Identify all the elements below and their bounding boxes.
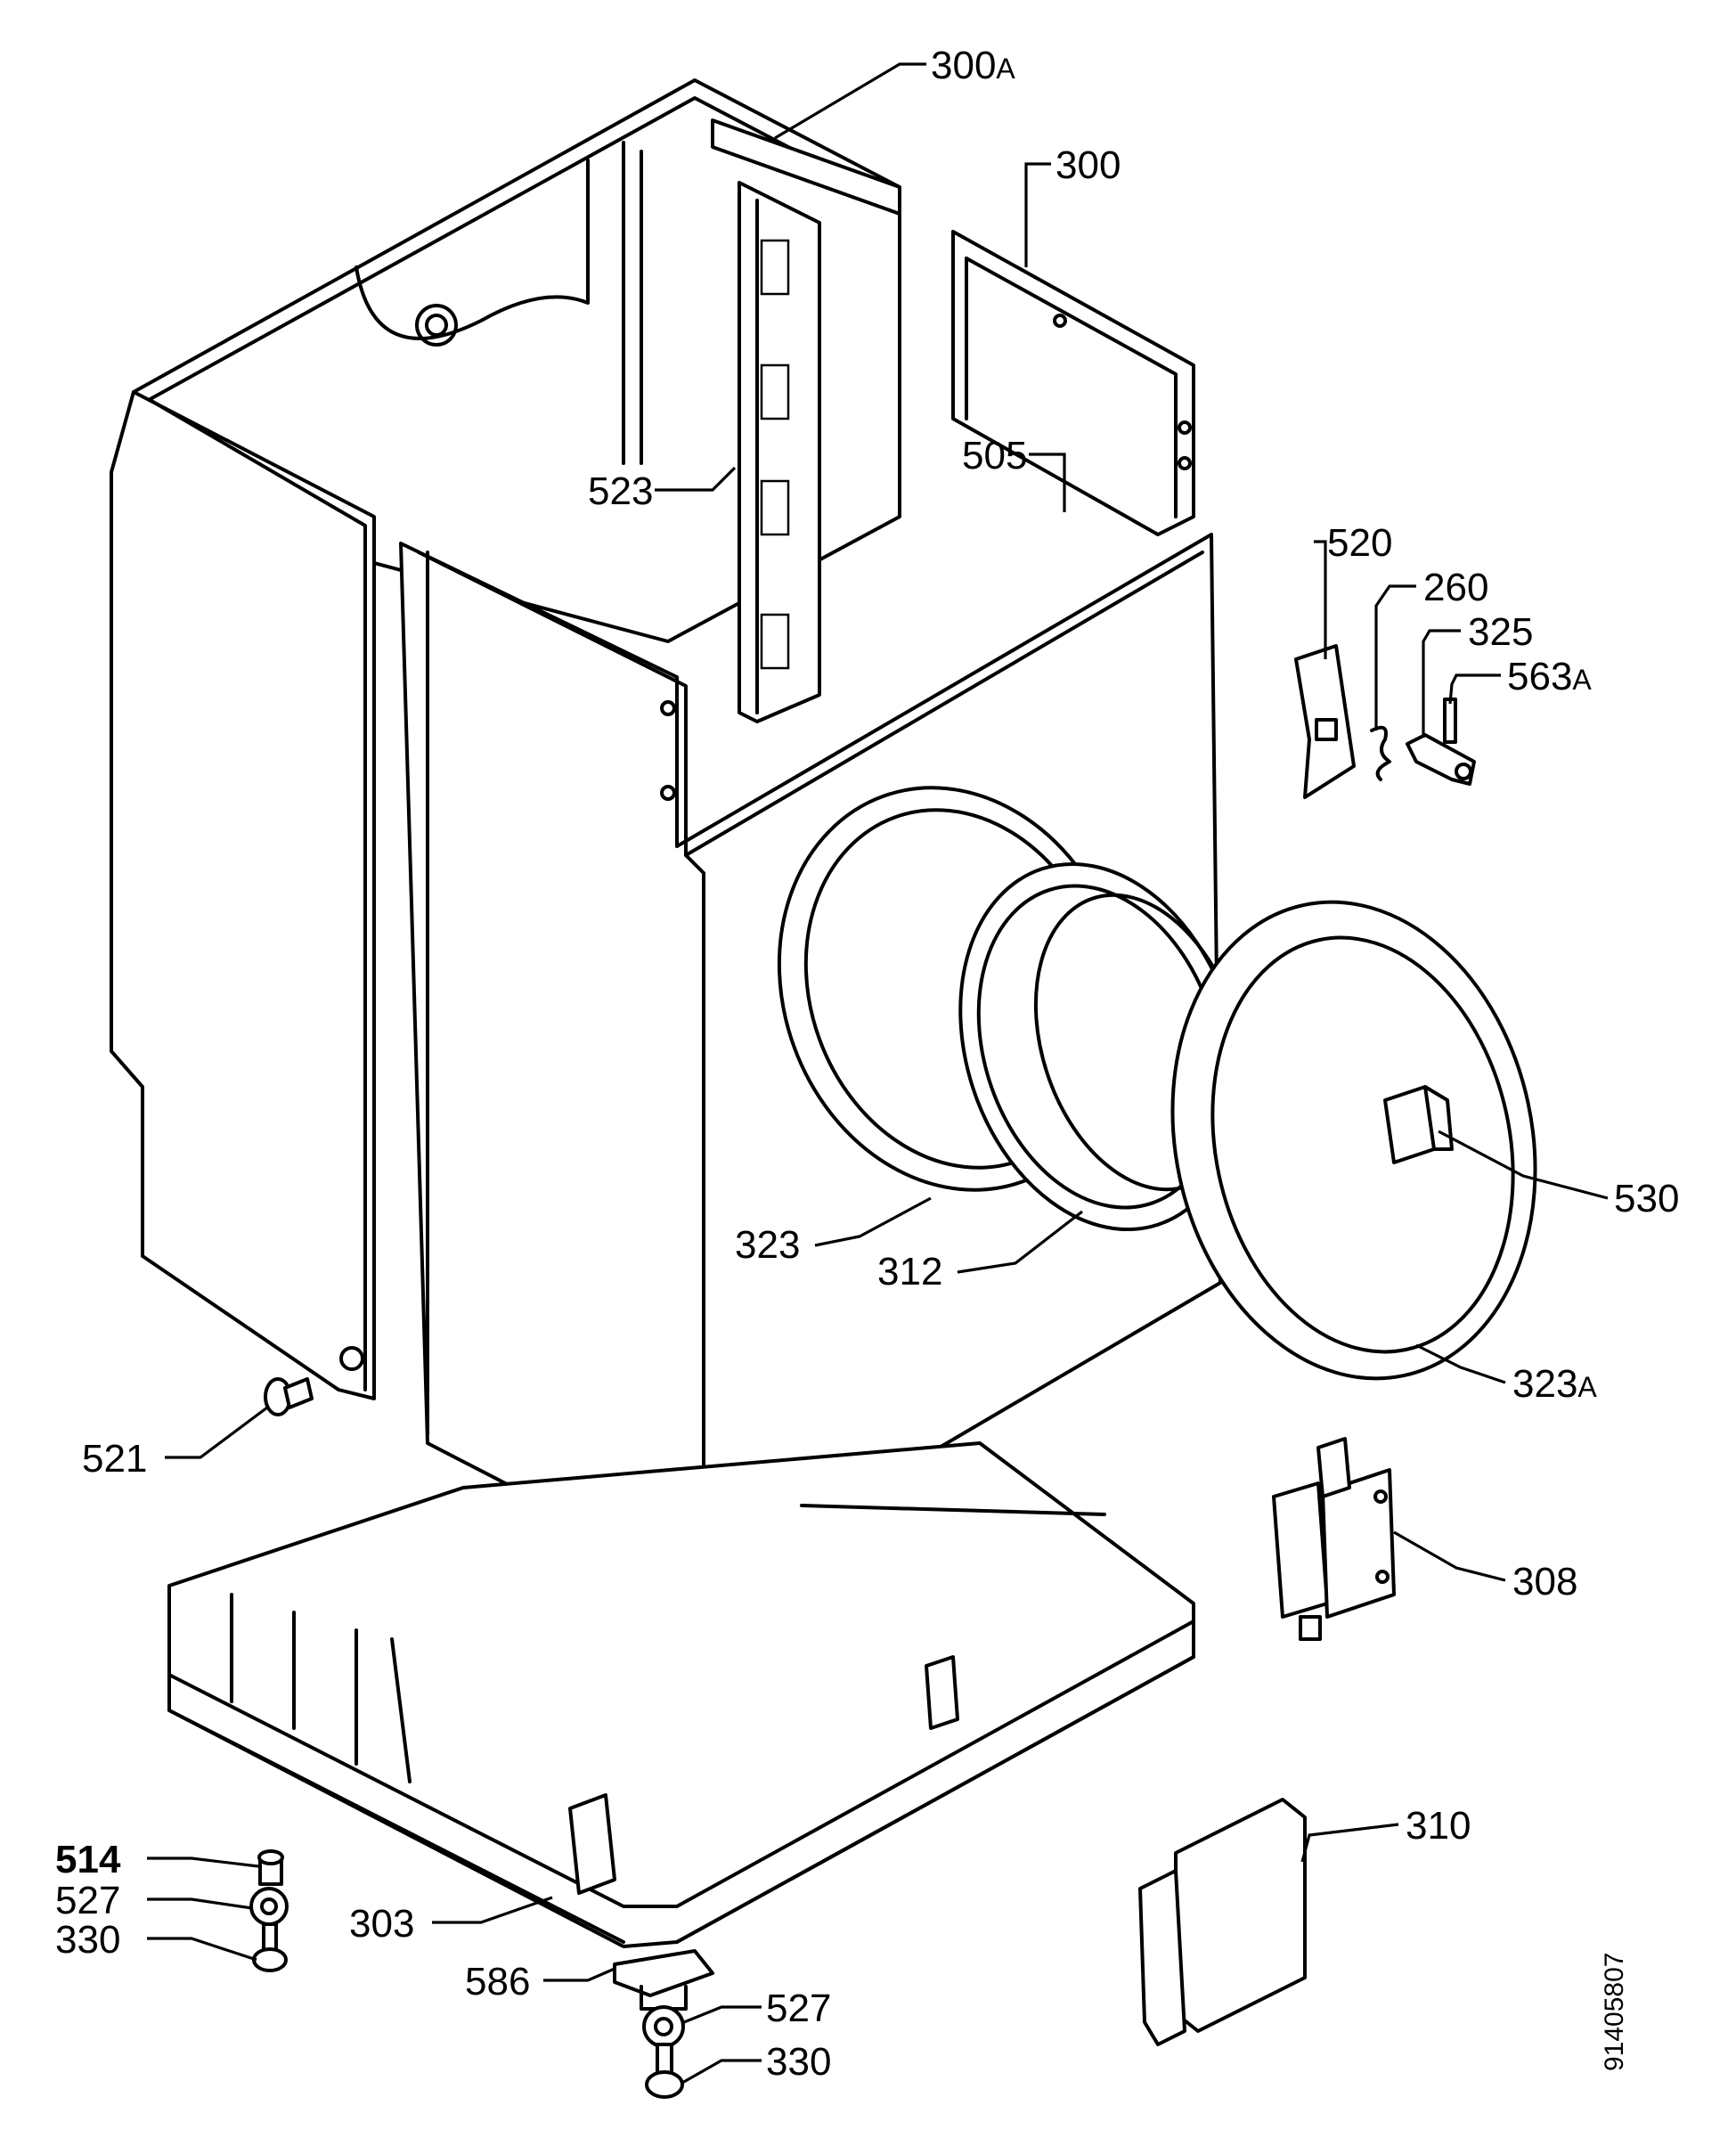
hinge-308 bbox=[1272, 1437, 1396, 1641]
callout-505: 505 bbox=[962, 434, 1027, 477]
callout-521: 521 bbox=[82, 1437, 147, 1481]
service-flap-310 bbox=[1138, 1798, 1307, 2046]
callout-308: 308 bbox=[1512, 1560, 1577, 1604]
bolt-514 bbox=[257, 1849, 284, 1886]
callout-530: 530 bbox=[1614, 1177, 1679, 1220]
screw-330-right bbox=[645, 2043, 684, 2099]
callout-563a: 563A bbox=[1507, 655, 1592, 698]
callout-330-right: 330 bbox=[766, 2040, 831, 2084]
screw-330-left bbox=[252, 1922, 288, 1972]
document-number: 91405807 bbox=[1600, 1953, 1629, 2071]
base-frame-303 bbox=[167, 1441, 1195, 1948]
callout-330-left: 330 bbox=[55, 1918, 120, 1962]
callout-312: 312 bbox=[877, 1250, 942, 1293]
door-ring-323a bbox=[1170, 900, 1537, 1381]
spring-260 bbox=[1370, 725, 1391, 781]
rail-523 bbox=[738, 181, 821, 723]
callout-325: 325 bbox=[1468, 610, 1533, 654]
callout-300a: 300A bbox=[931, 44, 1015, 87]
callout-323a: 323A bbox=[1512, 1362, 1597, 1406]
callout-323: 323 bbox=[735, 1223, 800, 1267]
door-catch-530 bbox=[1383, 1085, 1454, 1164]
callout-260: 260 bbox=[1423, 566, 1488, 609]
callout-303: 303 bbox=[349, 1902, 414, 1946]
callout-520: 520 bbox=[1327, 521, 1392, 565]
callout-514: 514 bbox=[55, 1838, 121, 1881]
washer-527-left bbox=[249, 1887, 289, 1926]
leader-lines bbox=[147, 62, 1609, 2085]
callout-527-right: 527 bbox=[766, 1987, 831, 2030]
left-side-panel bbox=[110, 390, 376, 1400]
washer-527-right bbox=[642, 2005, 685, 2048]
screw-521 bbox=[264, 1377, 314, 1416]
callout-labels: 300A 300 523 505 520 260 325 563A 530 32… bbox=[55, 44, 1679, 2084]
callout-310: 310 bbox=[1406, 1804, 1471, 1848]
hinge-plate-520 bbox=[1294, 644, 1356, 799]
side-frame-300 bbox=[951, 230, 1195, 536]
callout-586: 586 bbox=[465, 1960, 530, 2003]
callout-300: 300 bbox=[1055, 143, 1121, 187]
callout-527-left: 527 bbox=[55, 1879, 120, 1922]
lever-325 bbox=[1406, 733, 1476, 786]
foot-586 bbox=[613, 1949, 714, 2011]
callout-523: 523 bbox=[588, 469, 653, 513]
pin-563a bbox=[1443, 698, 1457, 744]
